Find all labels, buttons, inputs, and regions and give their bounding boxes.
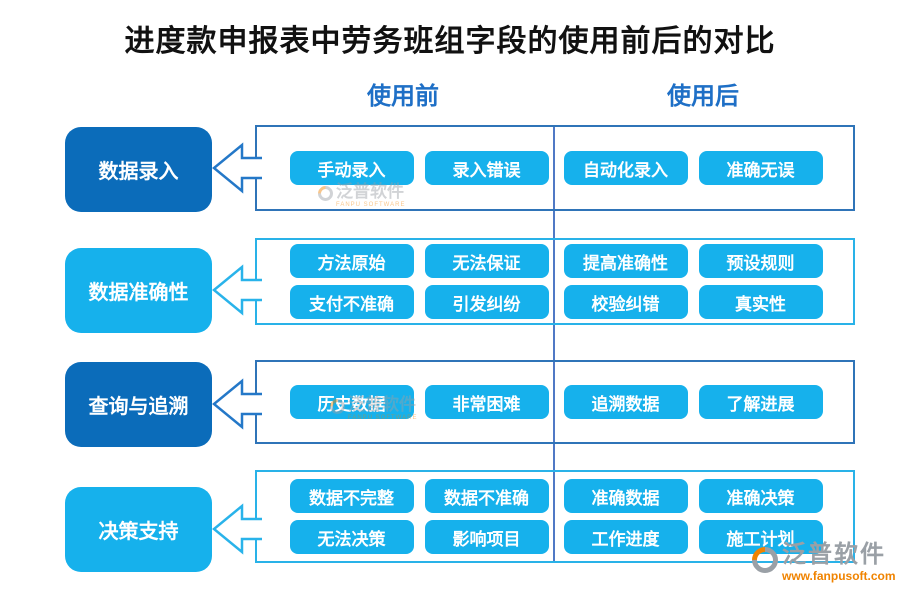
before-cell: 数据不完整 数据不准确 无法决策 影响项目 [257, 472, 555, 561]
left-arrow-icon [212, 503, 262, 555]
category-box-data-entry: 数据录入 [65, 127, 212, 212]
watermark-logo: 泛普软件 FANPU SOFTWARE [326, 395, 418, 421]
brand-logo-icon [326, 395, 349, 418]
watermark-brand-subtitle: FANPU SOFTWARE [336, 202, 406, 208]
tag-button: 非常困难 [424, 385, 549, 419]
category-box-query-trace: 查询与追溯 [65, 362, 212, 447]
before-cell: 手动录入 录入错误 [257, 127, 555, 209]
page-title: 进度款申报表中劳务班组字段的使用前后的对比 [124, 25, 776, 58]
row-container-decision-support: 数据不完整 数据不准确 无法决策 影响项目 准确数据 准确决策 工作进度 施工计… [255, 470, 855, 563]
tag-button: 准确数据 [563, 479, 688, 513]
tag-button: 提高准确性 [563, 244, 688, 278]
watermark-logo: 泛普软件 FANPU SOFTWARE [314, 182, 406, 208]
row-container-data-accuracy: 方法原始 无法保证 支付不准确 引发纠纷 提高准确性 预设规则 校验纠错 真实性 [255, 238, 855, 325]
brand-logo: 泛普软件 www.fanpusoft.com [746, 541, 896, 583]
brand-url: www.fanpusoft.com [782, 569, 896, 583]
tag-button: 引发纠纷 [424, 285, 549, 319]
tag-button: 追溯数据 [563, 385, 688, 419]
column-header-before: 使用前 [367, 84, 439, 110]
tag-button: 历史数据 [289, 385, 414, 419]
tag-button: 施工计划 [698, 520, 823, 554]
tag-button: 工作进度 [563, 520, 688, 554]
tag-button: 校验纠错 [563, 285, 688, 319]
row-container-query-trace: 历史数据 非常困难 追溯数据 了解进展 [255, 360, 855, 444]
tag-button: 自动化录入 [563, 151, 688, 185]
left-arrow-icon [212, 142, 262, 194]
brand-logo-icon [746, 541, 784, 579]
category-box-decision-support: 决策支持 [65, 487, 212, 572]
tag-button: 了解进展 [698, 385, 823, 419]
tag-button: 准确决策 [698, 479, 823, 513]
watermark-brand-name: 泛普软件 [348, 395, 416, 414]
brand-logo-icon [314, 182, 337, 205]
tag-button: 方法原始 [289, 244, 414, 278]
before-cell: 历史数据 非常困难 [257, 362, 555, 442]
after-cell: 追溯数据 了解进展 [557, 362, 855, 442]
after-cell: 自动化录入 准确无误 [557, 127, 855, 209]
watermark-brand-name: 泛普软件 [336, 182, 404, 201]
tag-button: 数据不完整 [289, 479, 414, 513]
tag-button: 无法保证 [424, 244, 549, 278]
tag-button: 支付不准确 [289, 285, 414, 319]
after-cell: 准确数据 准确决策 工作进度 施工计划 [557, 472, 855, 561]
before-cell: 方法原始 无法保证 支付不准确 引发纠纷 [257, 240, 555, 323]
row-container-data-entry: 手动录入 录入错误 自动化录入 准确无误 [255, 125, 855, 211]
tag-button: 录入错误 [424, 151, 549, 185]
brand-name: 泛普软件 [782, 541, 886, 568]
tag-button: 真实性 [698, 285, 823, 319]
tag-button: 预设规则 [698, 244, 823, 278]
left-arrow-icon [212, 264, 262, 316]
tag-button: 准确无误 [698, 151, 823, 185]
after-cell: 提高准确性 预设规则 校验纠错 真实性 [557, 240, 855, 323]
tag-button: 手动录入 [289, 151, 414, 185]
category-box-data-accuracy: 数据准确性 [65, 248, 212, 333]
tag-button: 数据不准确 [424, 479, 549, 513]
tag-button: 影响项目 [424, 520, 549, 554]
left-arrow-icon [212, 378, 262, 430]
tag-button: 无法决策 [289, 520, 414, 554]
column-header-after: 使用后 [667, 84, 739, 110]
watermark-brand-subtitle: FANPU SOFTWARE [348, 415, 418, 421]
column-divider-line [553, 125, 555, 563]
